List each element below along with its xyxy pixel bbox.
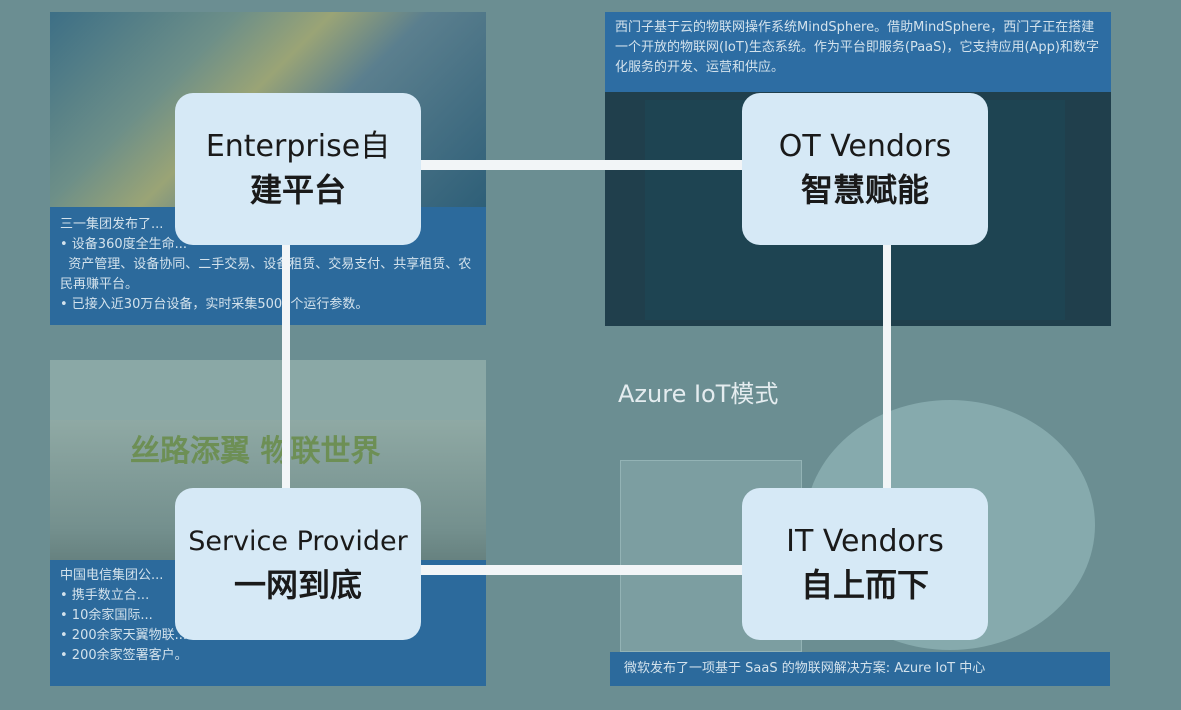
logo-header <box>50 360 486 420</box>
enterprise-sublabel: 建平台 <box>249 171 346 209</box>
it-vendors-label: IT Vendors <box>786 524 944 559</box>
ot-vendors-node: OT Vendors 智慧赋能 <box>742 93 988 245</box>
connector-left <box>282 245 290 488</box>
it-vendors-sublabel: 自上而下 <box>800 566 929 604</box>
enterprise-label: Enterprise自 <box>205 129 391 164</box>
slogan: 丝路添翼 物联世界 <box>130 434 381 469</box>
connector-right <box>883 245 891 488</box>
top-left-caption: 三一集团发布了... • 设备360度全生命... 资产管理、设备协同、二手交易… <box>60 217 472 312</box>
caption-band: 西门子基于云的物联网操作系统MindSphere。借助MindSphere，西门… <box>605 12 1111 92</box>
azure-title: Azure IoT模式 <box>618 380 779 408</box>
it-vendors-node: IT Vendors 自上而下 <box>742 488 988 640</box>
caption-band: 微软发布了一项基于 SaaS 的物联网解决方案: Azure IoT 中心 <box>610 652 1110 686</box>
ot-vendors-label: OT Vendors <box>778 129 952 164</box>
caption-band: 三一集团发布了... • 设备360度全生命... 资产管理、设备协同、二手交易… <box>50 207 486 325</box>
ot-vendors-sublabel: 智慧赋能 <box>800 171 929 209</box>
service-provider-node: Service Provider 一网到底 <box>175 488 421 640</box>
connector-top <box>421 160 742 170</box>
service-provider-label: Service Provider <box>188 526 408 557</box>
bottom-right-caption: 微软发布了一项基于 SaaS 的物联网解决方案: Azure IoT 中心 <box>624 661 986 676</box>
bottom-left-caption: 中国电信集团公... • 携手数立合... • 10余家国际... • 200余… <box>60 568 188 663</box>
top-right-caption: 西门子基于云的物联网操作系统MindSphere。借助MindSphere，西门… <box>615 20 1099 75</box>
connector-bottom <box>421 565 742 575</box>
enterprise-node: Enterprise自 建平台 <box>175 93 421 245</box>
service-provider-sublabel: 一网到底 <box>233 566 362 604</box>
